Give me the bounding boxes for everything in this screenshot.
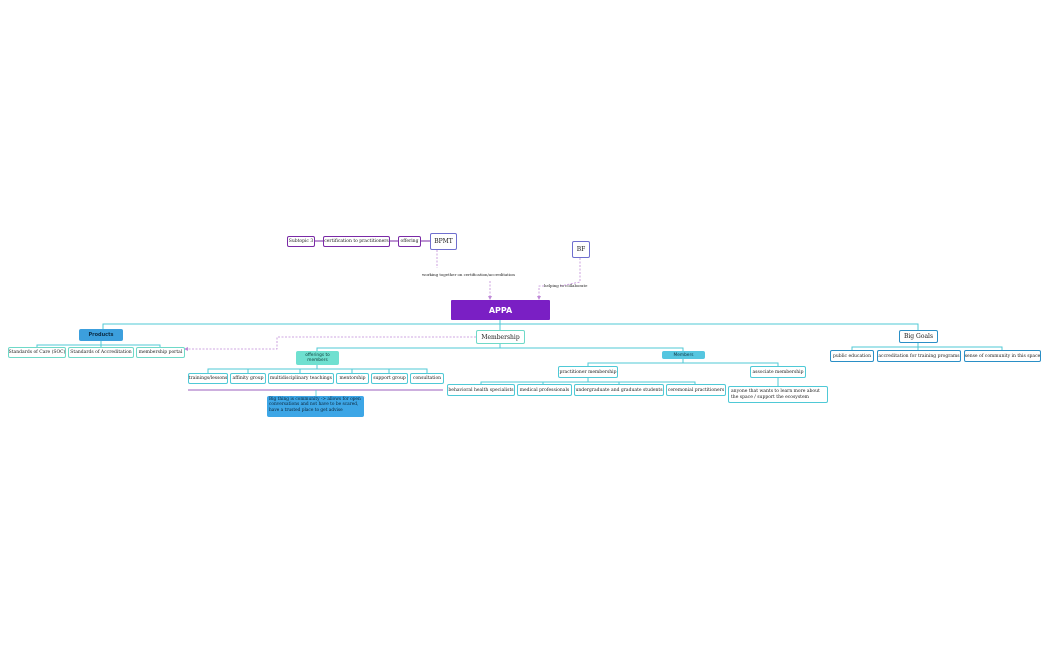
offering-support-group[interactable]: support group [371, 373, 408, 384]
membership-node[interactable]: Membership [476, 330, 525, 344]
certification-label: certification to practitioners [324, 239, 389, 244]
membership-label: Membership [481, 333, 520, 341]
practitioner-child-label: ceremonial practitioners [667, 387, 725, 393]
bpmt-relation-label: working together on certification/accred… [422, 272, 515, 277]
practitioner-medical[interactable]: medical professionals [517, 384, 572, 396]
certification-node[interactable]: certification to practitioners [323, 236, 390, 247]
bf-relation-label: helping to collaborate [544, 283, 588, 288]
products-label: Products [88, 332, 114, 338]
offering-trainings[interactable]: trainings/lessons [188, 373, 228, 384]
associate-membership-node[interactable]: associate membership [750, 366, 806, 378]
offering-label: multidisciplinary teachings [269, 376, 332, 381]
offering-label: affinity group [232, 376, 264, 381]
products-child-soc[interactable]: Standards of Care (SOC) [8, 347, 66, 358]
associate-anyone[interactable]: anyone that wants to learn more about th… [728, 386, 828, 403]
offering-label: consultation [412, 376, 442, 381]
bpmt-node[interactable]: BPMT [430, 233, 457, 250]
associate-child-label: anyone that wants to learn more about th… [731, 389, 820, 400]
practitioner-ceremonial[interactable]: ceremonial practitioners [666, 384, 726, 396]
members-label: Members [673, 352, 694, 358]
bf-node[interactable]: BF [572, 241, 590, 258]
products-child-label: membership portal [138, 350, 183, 355]
products-child-portal[interactable]: membership portal [136, 347, 185, 358]
goal-label: public education [833, 353, 871, 359]
practitioner-membership-node[interactable]: practitioner membership [558, 366, 618, 378]
products-child-accreditation[interactable]: Standards of Accreditation [68, 347, 134, 358]
products-child-label: Standards of Accreditation [70, 350, 132, 355]
associate-membership-label: associate membership [752, 369, 804, 375]
offering-node[interactable]: offering [398, 236, 421, 247]
big-goals-label: Big Goals [903, 333, 934, 340]
root-label: APPA [488, 305, 513, 315]
practitioner-membership-label: practitioner membership [559, 369, 617, 375]
bpmt-label: BPMT [434, 238, 453, 245]
root-node[interactable]: APPA [451, 300, 550, 320]
products-node[interactable]: Products [79, 329, 123, 341]
subtopic-3-node[interactable]: Subtopic 3 [287, 236, 315, 247]
practitioner-child-label: behavioral health specialists [448, 387, 514, 393]
goal-label: sense of community in this space [964, 353, 1041, 359]
offerings-label: offerings to members [305, 353, 330, 363]
bf-label: BF [576, 246, 586, 253]
offering-label: mentorship [339, 376, 366, 381]
offering-consultation[interactable]: consultation [410, 373, 444, 384]
practitioner-students[interactable]: undergraduate and graduate students [574, 384, 664, 396]
offering-label: offering [400, 239, 419, 244]
goal-accreditation[interactable]: accreditation for training programs [877, 350, 961, 362]
members-node[interactable]: Members [662, 351, 705, 359]
products-child-label: Standards of Care (SOC) [8, 350, 66, 355]
offering-label: trainings/lessons [188, 376, 228, 381]
practitioner-child-label: medical professionals [519, 387, 570, 393]
goal-public-education[interactable]: public education [830, 350, 874, 362]
offering-mentorship[interactable]: mentorship [336, 373, 369, 384]
practitioner-child-label: undergraduate and graduate students [575, 387, 663, 393]
goal-community[interactable]: sense of community in this space [964, 350, 1041, 362]
offering-affinity-group[interactable]: affinity group [230, 373, 266, 384]
offering-multidisciplinary[interactable]: multidisciplinary teachings [268, 373, 334, 384]
goal-label: accreditation for training programs [878, 353, 960, 359]
community-note-text: Big thing is community -> allows for ope… [269, 397, 361, 413]
offerings-node[interactable]: offerings to members [296, 351, 339, 365]
subtopic-3-label: Subtopic 3 [288, 239, 314, 244]
community-note[interactable]: Big thing is community -> allows for ope… [267, 396, 364, 417]
big-goals-node[interactable]: Big Goals [899, 330, 938, 343]
offering-label: support group [373, 376, 406, 381]
practitioner-behavioral[interactable]: behavioral health specialists [447, 384, 515, 396]
